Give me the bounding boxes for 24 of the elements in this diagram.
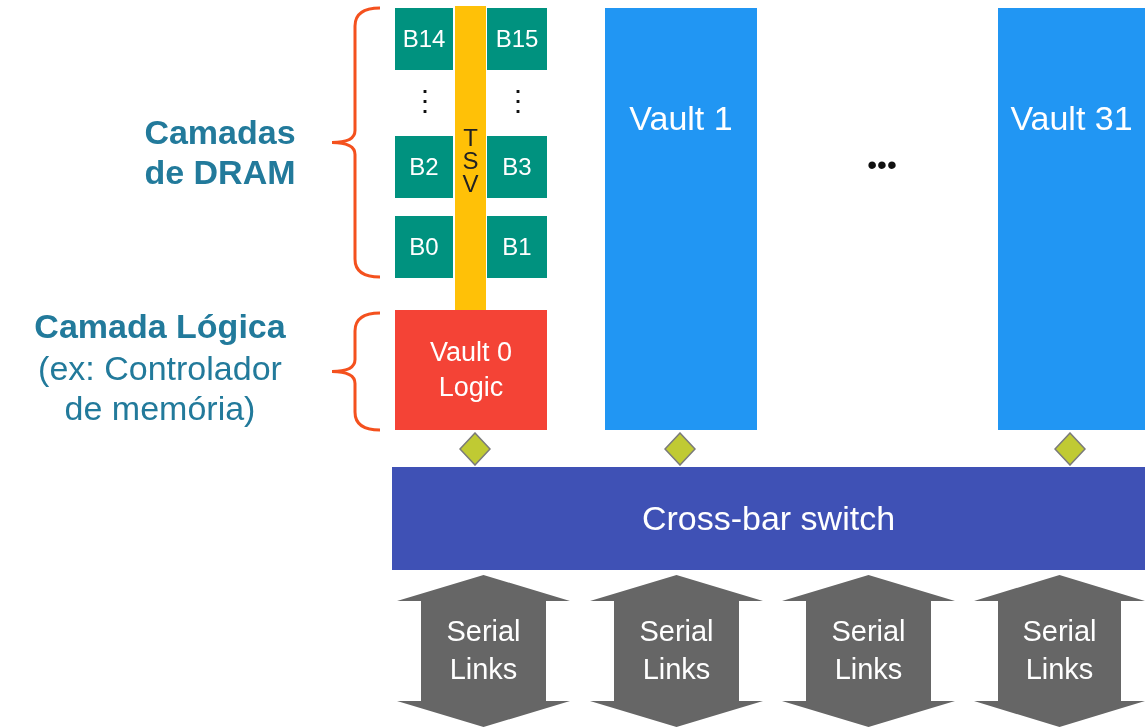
bank-box: B14 bbox=[395, 8, 453, 70]
vault-box: Vault 31 bbox=[998, 8, 1145, 430]
bank-box: B2 bbox=[395, 136, 453, 198]
bank-box: B3 bbox=[487, 136, 547, 198]
connector-diamond bbox=[664, 432, 696, 466]
tsv-bar: TSV bbox=[455, 6, 486, 310]
connector-diamond bbox=[459, 432, 491, 466]
serial-link-block: Serial Links bbox=[782, 575, 955, 727]
vault-logic-box: Vault 0 Logic bbox=[395, 310, 547, 430]
connector-diamond bbox=[1054, 432, 1086, 466]
side-label: (ex: Controlador de memória) bbox=[37, 348, 283, 429]
serial-link-block: Serial Links bbox=[397, 575, 570, 727]
crossbar-box: Cross-bar switch bbox=[392, 467, 1145, 570]
bank-box: B1 bbox=[487, 216, 547, 278]
ellipsis-mark: ⋮ bbox=[503, 84, 533, 118]
ellipsis-mark: ••• bbox=[866, 148, 898, 182]
side-label: Camada Lógica bbox=[33, 306, 287, 347]
serial-link-block: Serial Links bbox=[590, 575, 763, 727]
ellipsis-mark: ⋮ bbox=[410, 84, 440, 118]
bank-box: B0 bbox=[395, 216, 453, 278]
bank-box: B15 bbox=[487, 8, 547, 70]
side-label: Camadas de DRAM bbox=[143, 112, 297, 193]
vault-box: Vault 1 bbox=[605, 8, 757, 430]
serial-link-block: Serial Links bbox=[974, 575, 1145, 727]
